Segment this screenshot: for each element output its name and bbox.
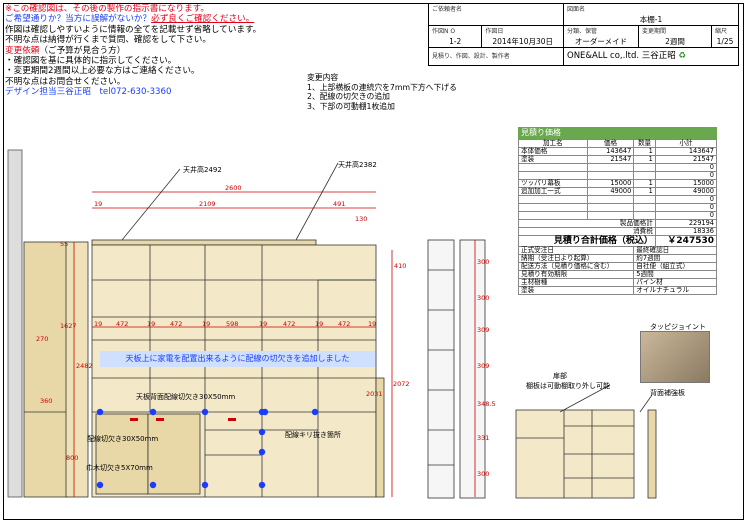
drill-label: 配線キリ抜き箇所 bbox=[285, 431, 341, 439]
door-label: 扉部 bbox=[553, 372, 567, 380]
dim-800: 800 bbox=[66, 454, 79, 462]
drawing-name: 本棚-1 bbox=[639, 15, 663, 24]
dim-130: 130 bbox=[355, 215, 368, 223]
baseboard-cutout-label: 巾木切欠き5X70mm bbox=[86, 464, 153, 472]
ceiling-left-label: 天井高2492 bbox=[183, 166, 222, 174]
change-item: 2、配線の切欠きの追加 bbox=[307, 92, 390, 101]
note-line: デザイン担当三谷正昭 tel072-630-3360 bbox=[5, 87, 172, 98]
drawing-label: 図面名 bbox=[567, 6, 586, 13]
side-dim: 309 bbox=[477, 326, 490, 334]
side-dim: 348.5 bbox=[477, 400, 496, 408]
row-dim: 598 bbox=[226, 320, 239, 328]
row-dim: 472 bbox=[283, 320, 296, 328]
drawing-no-label: 作図N O bbox=[432, 28, 456, 35]
company-label: 見積り、作図、設計、製作者 bbox=[432, 53, 510, 60]
row-dim: 472 bbox=[116, 320, 129, 328]
drawing-no: 1-2 bbox=[449, 37, 462, 46]
row-dim: 19 bbox=[315, 320, 324, 328]
changes-block: 変更内容 1、上部横板の連続穴を7mm下方へ下げる 2、配線の切欠きの追加 3、… bbox=[307, 73, 459, 111]
row-dim: 19 bbox=[259, 320, 268, 328]
dim-491: 491 bbox=[333, 200, 346, 208]
info-label: 塗装 bbox=[517, 286, 635, 295]
joint-photo bbox=[640, 331, 710, 383]
title-block: ご依頼者名 図面名本棚-1 作図N O 1-2 作図日 2014年10月30日 分類… bbox=[427, 3, 739, 66]
dim-410: 410 bbox=[394, 262, 407, 270]
side-dim: 300 bbox=[477, 258, 490, 266]
shelf-label: 棚板は可動棚取り外し可能 bbox=[526, 382, 610, 390]
change-item: 1、上部横板の連続穴を7mm下方へ下げる bbox=[307, 82, 457, 92]
date-label: 作図日 bbox=[485, 28, 504, 35]
customer-label: ご依頼者名 bbox=[432, 6, 463, 13]
note-line: 不明な点はお問合せください。 bbox=[5, 76, 126, 87]
dim-width-mid: 2109 bbox=[199, 200, 216, 208]
dim-2072: 2072 bbox=[393, 380, 410, 388]
info-row: 塗装オイルナチュラル bbox=[517, 286, 717, 295]
note-line: ・確認図を基に具体的に指示してください。 bbox=[5, 56, 177, 67]
drawing-frame bbox=[3, 3, 744, 520]
dim-55: 55 bbox=[60, 240, 69, 248]
wiring-note: 天板上に家電を配置出来るように配線の切欠きを追加しました bbox=[100, 351, 375, 367]
estimate-title: 見積り価格 bbox=[518, 127, 717, 139]
back-cutout-label: 天板背面配線切欠き30X50mm bbox=[136, 393, 236, 401]
period-value: 2週間 bbox=[665, 37, 685, 46]
side-dim: 331 bbox=[477, 434, 490, 442]
dim-2031: 2031 bbox=[366, 390, 383, 398]
row-dim: 19 bbox=[202, 320, 211, 328]
dim-2482: 2482 bbox=[76, 362, 93, 370]
scale-value: 1/25 bbox=[716, 37, 734, 46]
change-item: 3、下部の可動棚1枚追加 bbox=[307, 101, 395, 111]
changes-title: 変更内容 bbox=[307, 73, 339, 82]
joint-label: タッピジョイント bbox=[650, 323, 706, 331]
side-dim: 300 bbox=[477, 294, 490, 302]
dim-width-total: 2600 bbox=[225, 184, 242, 192]
category-label: 分類、保管 bbox=[567, 28, 598, 35]
period-label: 変更期間 bbox=[642, 28, 667, 35]
note-line: 作図は確認しやすいように情報の全てを記載せず省略しています。 bbox=[5, 24, 262, 35]
dim-360: 360 bbox=[40, 397, 53, 405]
ceiling-right-label: 天井高2382 bbox=[338, 161, 377, 169]
note-line: ※この確認図は、その後の製作の指示書になります。 bbox=[5, 4, 209, 14]
scale-label: 縮尺 bbox=[715, 28, 728, 35]
side-dim: 300 bbox=[477, 470, 490, 478]
date-value: 2014年10月30日 bbox=[492, 37, 554, 46]
company-name: ONE&ALL co,.ltd. 三谷正昭 bbox=[567, 51, 676, 61]
dim-1627: 1627 bbox=[60, 322, 77, 330]
logo-icon: ♻ bbox=[678, 51, 687, 61]
note-line: 不明な点は納得が行くまで質問、確認をして下さい。 bbox=[5, 35, 211, 46]
note-line: 変更依頼 bbox=[5, 45, 40, 56]
row-dim: 472 bbox=[338, 320, 351, 328]
category-value: オーダーメイド bbox=[574, 37, 628, 46]
info-value: オイルナチュラル bbox=[633, 286, 717, 295]
note-line: 必ず良くご確認ください。 bbox=[151, 14, 255, 25]
dim-270: 270 bbox=[36, 335, 49, 343]
note-line: （ご予算が見合う方） bbox=[39, 45, 126, 56]
back-board-label: 背面補強板 bbox=[650, 389, 685, 397]
note-line: ご希望通りか？当方に誤解がないか？ bbox=[5, 14, 152, 25]
row-dim: 19 bbox=[94, 320, 103, 328]
wiring-cutout-label: 配線切欠き30X50mm bbox=[87, 435, 159, 443]
row-dim: 19 bbox=[368, 320, 377, 328]
row-dim: 472 bbox=[170, 320, 183, 328]
side-dim: 309 bbox=[477, 362, 490, 370]
row-dim: 19 bbox=[147, 320, 156, 328]
notes-block: ※この確認図は、その後の製作の指示書になります。 ご希望通りか？当方に誤解がない… bbox=[5, 4, 261, 98]
note-line: ・変更期間2週間以上必要な方はご連絡ください。 bbox=[5, 66, 200, 77]
dim-19: 19 bbox=[94, 200, 103, 208]
